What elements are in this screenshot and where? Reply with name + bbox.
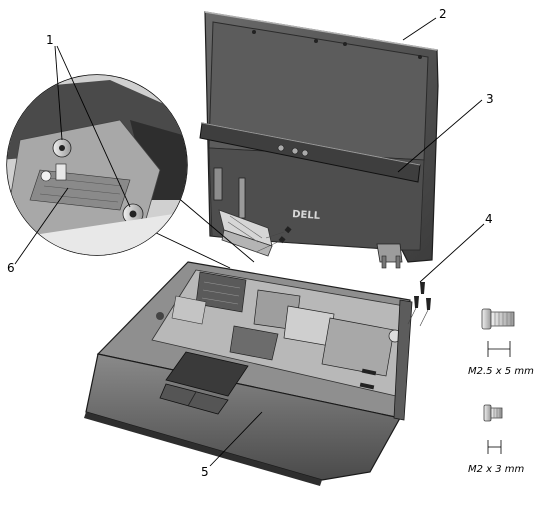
callout-4: 4 (485, 212, 493, 226)
callout-leader-lines (14, 17, 485, 467)
screw-legend (481, 308, 515, 454)
callout-2: 2 (439, 7, 447, 21)
loose-screws (407, 282, 431, 327)
display-cable-bracket (218, 209, 273, 257)
screw-label-m25x5: M2.5 x 5 mm (468, 366, 534, 377)
callout-5: 5 (201, 465, 209, 479)
screw-m25x5-icon (481, 308, 515, 357)
callout-6: 6 (7, 261, 15, 275)
bracket-screws (255, 226, 292, 253)
computer-base (84, 261, 413, 486)
callout-1: 1 (46, 33, 54, 47)
screw-label-m2x3: M2 x 3 mm (468, 464, 525, 475)
callout-3: 3 (486, 92, 494, 106)
hinge-cover (199, 122, 421, 183)
screw-m2x3-icon (483, 404, 503, 454)
display-assembly: DELL (204, 11, 439, 269)
zoom-detail-view (6, 74, 255, 269)
dell-logo: DELL (292, 209, 321, 222)
